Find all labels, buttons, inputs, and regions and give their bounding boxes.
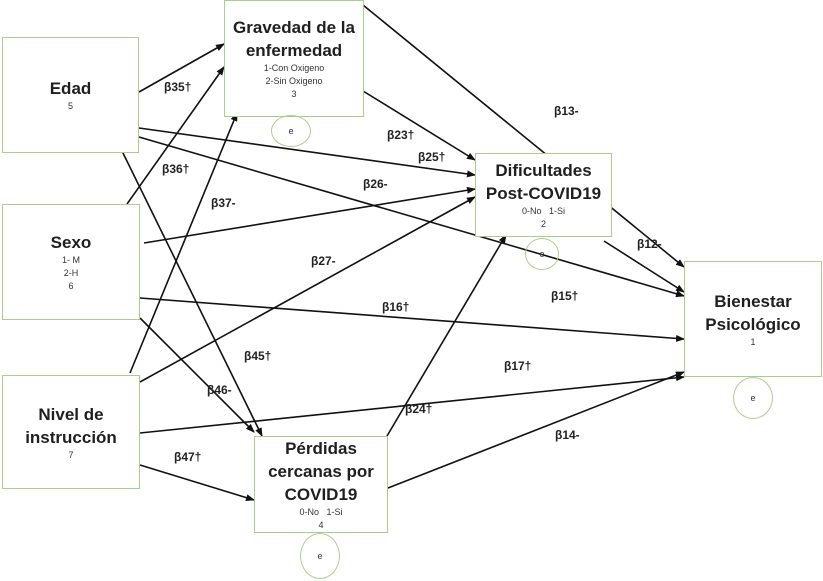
coef-b27: β27- bbox=[311, 254, 336, 268]
node-code: 1-Con Oxigeno bbox=[263, 63, 325, 73]
node-dificultades: Dificultades Post-COVID19 0-No 1-Si 2 bbox=[475, 153, 612, 237]
node-number: 4 bbox=[318, 520, 324, 530]
node-number: 3 bbox=[291, 89, 297, 99]
node-gravedad: Gravedad de la enfermedad 1-Con Oxigeno … bbox=[224, 0, 364, 117]
node-code: 1- M bbox=[62, 255, 80, 265]
node-code: 2-Sin Oxigeno bbox=[265, 76, 323, 86]
arrow-gravedad-to-bienestar bbox=[362, 4, 685, 268]
error-term-dificultades: e bbox=[525, 238, 559, 270]
arrow-nivel-to-perdidas bbox=[139, 464, 255, 501]
coef-b12: β12- bbox=[637, 237, 662, 251]
node-number: 7 bbox=[68, 449, 74, 460]
node-perdidas: Pérdidas cercanas por COVID19 0-No 1-Si … bbox=[254, 436, 388, 533]
node-title: Dificultades Post-COVID19 bbox=[485, 161, 602, 203]
node-sexo: Sexo 1- M 2-H 6 bbox=[2, 204, 140, 320]
node-title: Bienestar Psicológico bbox=[705, 291, 801, 334]
node-title: Pérdidas cercanas por COVID19 bbox=[268, 439, 374, 504]
arrow-edad-to-perdidas bbox=[121, 150, 263, 437]
arrow-perdidas-to-bienestar bbox=[387, 371, 685, 489]
coef-b36: β36† bbox=[162, 162, 190, 176]
arrow-edad-to-gravedad bbox=[138, 43, 225, 93]
node-bienestar: Bienestar Psicológico 1 bbox=[684, 261, 822, 377]
node-title: Sexo bbox=[50, 233, 92, 252]
arrow-sexo-to-perdidas bbox=[139, 317, 255, 433]
node-title: Gravedad de la enfermedad bbox=[233, 18, 355, 60]
node-number: 5 bbox=[67, 101, 73, 111]
coef-b17: β17† bbox=[504, 359, 532, 373]
error-term-bienestar: e bbox=[733, 377, 773, 419]
coef-b26: β26- bbox=[363, 177, 388, 191]
node-title: Edad bbox=[49, 79, 92, 98]
coef-b46: β46- bbox=[207, 383, 232, 397]
node-code: 0-No 1-Si bbox=[299, 507, 343, 517]
coef-b16: β16† bbox=[382, 300, 410, 314]
coef-b15: β15† bbox=[551, 289, 579, 303]
node-number: 2 bbox=[540, 219, 546, 229]
coef-b47: β47† bbox=[174, 450, 202, 464]
arrow-nivel-to-gravedad bbox=[129, 112, 238, 374]
coef-b24: β24† bbox=[405, 402, 433, 416]
node-nivel-instruccion: Nivel de instrucción 7 bbox=[2, 375, 140, 489]
coef-b35: β35† bbox=[164, 80, 192, 94]
node-title: Nivel de instrucción bbox=[25, 404, 117, 447]
node-number: 6 bbox=[68, 281, 74, 291]
arrow-nivel-to-dificultades bbox=[139, 196, 476, 383]
arrow-nivel-to-bienestar bbox=[139, 374, 685, 434]
error-term-gravedad: e bbox=[271, 115, 311, 147]
arrow-perdidas-to-dificultades bbox=[386, 234, 507, 437]
node-edad: Edad 5 bbox=[2, 37, 139, 153]
node-number: 1 bbox=[750, 336, 756, 347]
arrow-gravedad-to-dificultades bbox=[362, 90, 476, 161]
arrow-dificultades-to-bienestar bbox=[603, 240, 685, 293]
node-code: 2-H bbox=[63, 268, 79, 278]
arrow-sexo-to-gravedad bbox=[126, 66, 225, 205]
arrow-sexo-to-bienestar bbox=[139, 297, 685, 342]
coef-b45: β45† bbox=[244, 349, 272, 363]
coef-b37: β37- bbox=[211, 196, 236, 210]
arrow-edad-to-bienestar bbox=[138, 136, 685, 298]
error-term-perdidas: e bbox=[300, 533, 340, 579]
coef-b13: β13- bbox=[554, 104, 579, 118]
arrow-sexo-to-dificultades bbox=[143, 186, 476, 244]
coef-b25: β25† bbox=[418, 150, 446, 164]
coef-b23: β23† bbox=[387, 128, 415, 142]
node-code: 0-No 1-Si bbox=[521, 206, 565, 216]
arrow-edad-to-dificultades bbox=[138, 127, 476, 178]
coef-b14: β14- bbox=[555, 428, 580, 442]
